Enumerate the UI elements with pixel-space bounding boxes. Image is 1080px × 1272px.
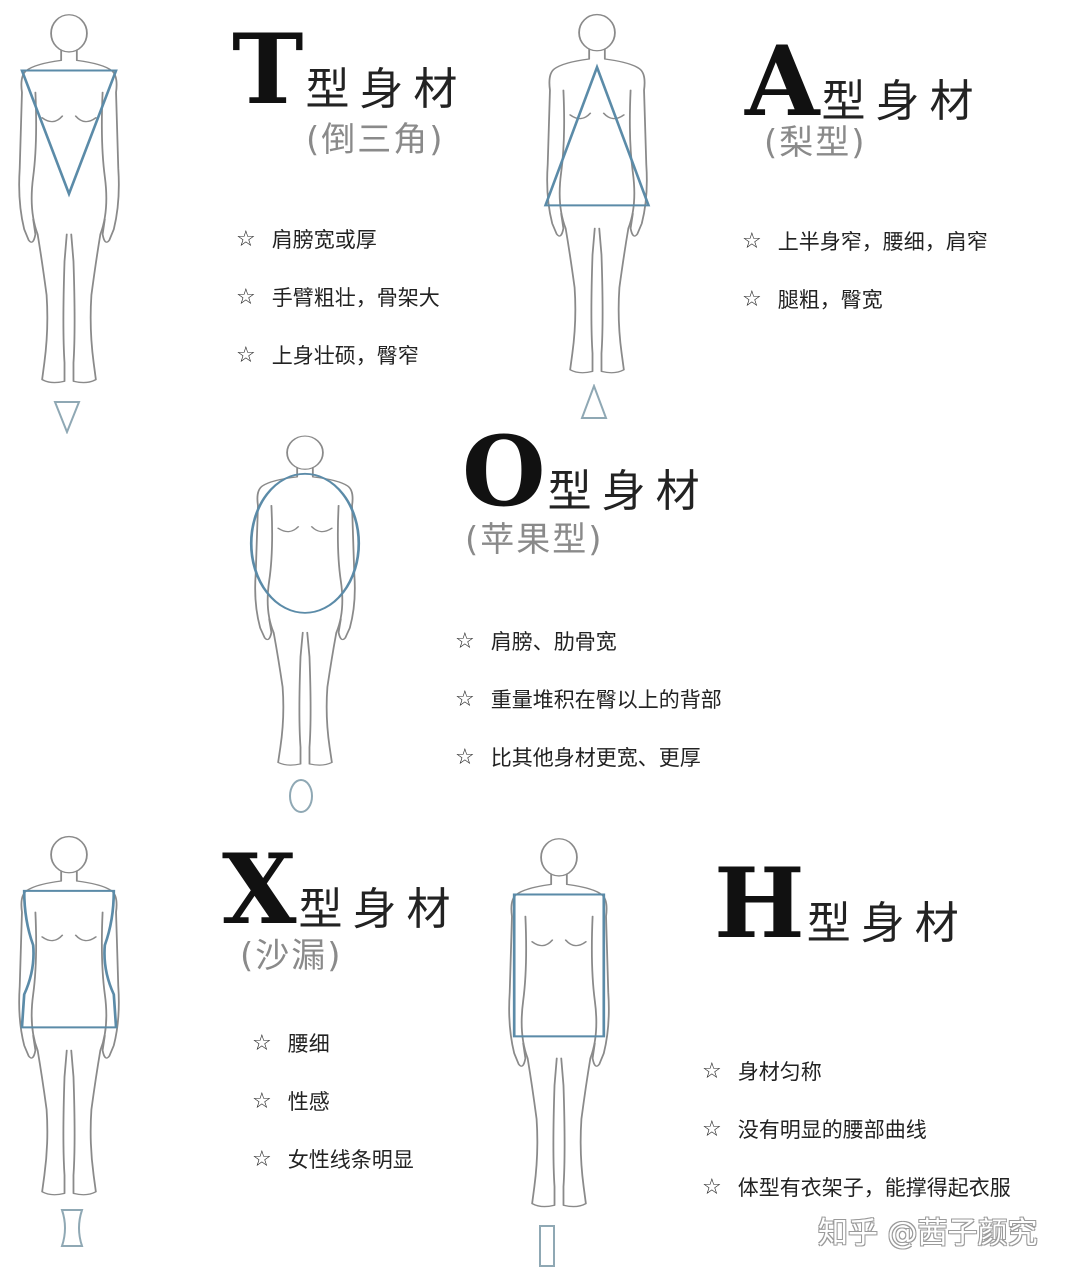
type-letter: T <box>232 13 303 126</box>
watermark: 知乎 @茜子颜究 <box>818 1216 1038 1251</box>
a-trait-list: ☆上半身窄，腰细，肩窄 ☆腿粗，臀宽 <box>742 212 988 328</box>
trait-item: ☆没有明显的腰部曲线 <box>702 1116 927 1143</box>
star-icon: ☆ <box>252 1146 272 1172</box>
inverted-triangle-overlay <box>20 69 118 198</box>
x-type-subtitle: (沙漏) <box>240 936 343 976</box>
star-icon: ☆ <box>455 744 475 770</box>
h-trait-list: ☆身材匀称 ☆没有明显的腰部曲线 ☆体型有衣架子，能撑得起衣服 <box>702 1042 1011 1216</box>
triangle-overlay <box>543 63 651 207</box>
trait-item: ☆女性线条明显 <box>252 1146 414 1173</box>
trait-item: ☆比其他身材更宽、更厚 <box>455 744 701 771</box>
trait-item: ☆上身壮硕，臀窄 <box>236 342 419 369</box>
type-suffix: 型身材 <box>806 898 969 949</box>
triangle-icon <box>580 384 608 419</box>
trait-item: ☆性感 <box>252 1088 330 1115</box>
o-type-title: O 型身材 <box>462 424 710 520</box>
o-type-subtitle: (苹果型) <box>465 520 604 560</box>
trait-item: ☆腰细 <box>252 1030 330 1057</box>
trait-item: ☆肩膀、肋骨宽 <box>455 628 617 655</box>
hourglass-overlay <box>20 889 118 1029</box>
type-suffix: 型身材 <box>821 76 984 127</box>
h-type-title: H 型身材 <box>714 856 969 952</box>
o-trait-list: ☆肩膀、肋骨宽 ☆重量堆积在臀以上的背部 ☆比其他身材更宽、更厚 <box>455 612 722 786</box>
t-type-title: T 型身材 <box>232 22 467 118</box>
trait-item: ☆重量堆积在臀以上的背部 <box>455 686 722 713</box>
hourglass-icon <box>60 1209 84 1247</box>
t-body-figure <box>13 8 125 388</box>
inverted-triangle-icon <box>53 401 81 434</box>
trait-item: ☆手臂粗壮，骨架大 <box>236 284 440 311</box>
trait-item: ☆身材匀称 <box>702 1058 822 1085</box>
star-icon: ☆ <box>252 1030 272 1056</box>
trait-item: ☆肩膀宽或厚 <box>236 226 377 253</box>
type-letter: O <box>462 415 546 528</box>
rectangle-icon <box>539 1225 555 1267</box>
oval-overlay <box>249 472 361 614</box>
x-trait-list: ☆腰细 ☆性感 ☆女性线条明显 <box>252 1014 414 1188</box>
a-type-title: A 型身材 <box>745 34 983 130</box>
star-icon: ☆ <box>455 628 475 654</box>
star-icon: ☆ <box>702 1058 722 1084</box>
star-icon: ☆ <box>742 286 762 312</box>
type-letter: X <box>222 833 296 946</box>
trait-item: ☆上半身窄，腰细，肩窄 <box>742 228 988 255</box>
star-icon: ☆ <box>702 1116 722 1142</box>
oval-icon <box>289 779 313 813</box>
type-letter: A <box>745 25 819 138</box>
star-icon: ☆ <box>236 284 256 310</box>
type-suffix: 型身材 <box>298 884 461 935</box>
trait-item: ☆腿粗，臀宽 <box>742 286 883 313</box>
o-body-figure <box>249 430 361 770</box>
star-icon: ☆ <box>455 686 475 712</box>
star-icon: ☆ <box>252 1088 272 1114</box>
t-type-subtitle: (倒三角) <box>306 120 445 160</box>
star-icon: ☆ <box>236 342 256 368</box>
type-letter: H <box>714 847 805 960</box>
x-body-figure <box>13 830 125 1200</box>
type-suffix: 型身材 <box>305 64 468 115</box>
star-icon: ☆ <box>702 1174 722 1200</box>
type-suffix: 型身材 <box>547 466 710 517</box>
x-type-title: X 型身材 <box>222 842 460 938</box>
a-body-figure <box>541 8 653 378</box>
t-trait-list: ☆肩膀宽或厚 ☆手臂粗壮，骨架大 ☆上身壮硕，臀窄 <box>236 210 440 384</box>
star-icon: ☆ <box>742 228 762 254</box>
star-icon: ☆ <box>236 226 256 252</box>
trait-item: ☆体型有衣架子，能撑得起衣服 <box>702 1174 1011 1201</box>
rectangle-overlay <box>512 893 606 1038</box>
a-type-subtitle: (梨型) <box>764 123 867 163</box>
h-body-figure <box>503 832 615 1212</box>
